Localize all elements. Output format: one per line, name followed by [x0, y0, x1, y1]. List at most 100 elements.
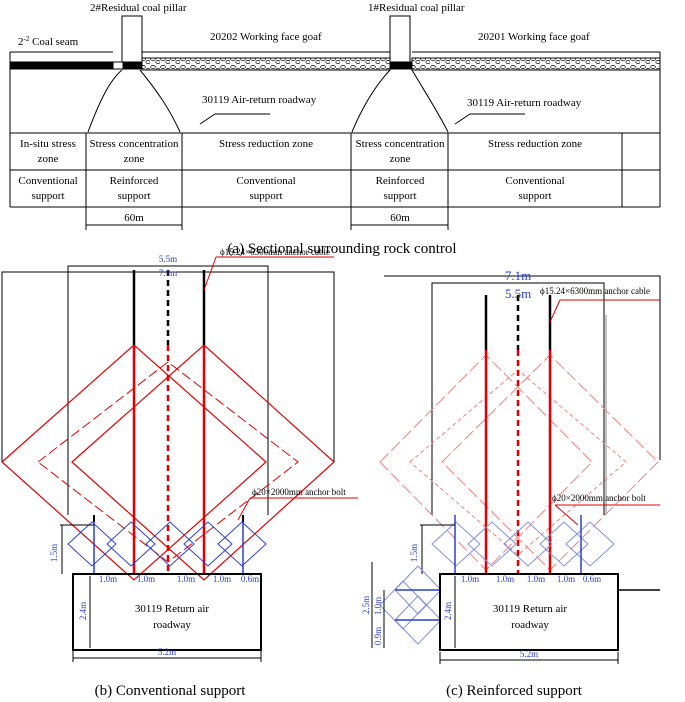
- bolt-diamond: [565, 521, 615, 567]
- height-2-4m-label: 2.4m: [78, 602, 88, 620]
- coal-seam-left-bar: [9, 61, 114, 70]
- bolt-label-b: ϕ20×2000mm anchor bolt: [252, 487, 346, 497]
- roadway-leader-right: [454, 113, 471, 125]
- support-5-label: Conventional: [505, 175, 564, 187]
- svg-text:support: support: [384, 190, 417, 202]
- bolt-height-label-b: 1.5m: [49, 544, 59, 562]
- cable-label-c: ϕ15.24×6300mm anchor cable: [540, 286, 650, 296]
- cable-diamond-2: [71, 344, 335, 581]
- width-5-5m-label-c: 5.5m: [505, 286, 531, 301]
- pillar2-box: [121, 15, 143, 63]
- zone-4-label: Stress concentration: [356, 138, 445, 150]
- coal-seam-bar-3: [389, 61, 413, 70]
- bolt-diamond: [503, 521, 553, 567]
- zone-2-label: Stress concentration: [90, 138, 179, 150]
- svg-text:zone: zone: [38, 153, 59, 165]
- width-5-5m-label: 5.5m: [159, 254, 177, 264]
- roadway-label-left: 30119 Air-return roadway: [202, 94, 317, 106]
- pillar2-strip: [112, 61, 124, 70]
- bolt-diamond: [217, 521, 267, 567]
- roadway-label-b-1: 30119 Return air: [135, 603, 209, 615]
- cable-diamond-1-c: [379, 354, 593, 571]
- svg-text:support: support: [250, 190, 283, 202]
- goaf-20201-label: 20201 Working face goaf: [478, 31, 590, 43]
- svg-text:support: support: [118, 190, 151, 202]
- width-5-2m-label-c: 5.2m: [520, 649, 538, 659]
- svg-text:support: support: [519, 190, 552, 202]
- stress-arc-3: [351, 69, 391, 133]
- caption-c: (c) Reinforced support: [446, 683, 583, 699]
- width-7-1m-label: 7.1m: [159, 268, 177, 278]
- width-7-1m-label-c: 7.1m: [505, 268, 531, 283]
- panel-c-reinforced-support: [371, 275, 661, 664]
- spacing-label: 1.0m: [461, 574, 479, 584]
- frame-7-1m-c: [384, 275, 661, 460]
- pillar2-label: 2#Residual coal pillar: [90, 2, 187, 14]
- svg-text:support: support: [32, 190, 65, 202]
- frame-5-5m-c: [431, 282, 605, 515]
- spacing-label: 1.0m: [557, 574, 575, 584]
- spacing-label: 0.6m: [241, 574, 259, 584]
- width-5-2m-label: 5.2m: [158, 647, 176, 657]
- stress-arc-4: [411, 69, 449, 133]
- stress-arc-2: [139, 69, 181, 133]
- spacing-label: 1.0m: [177, 574, 195, 584]
- roadway-leader-left: [199, 113, 216, 125]
- bolt-label-c: ϕ20×2000mm anchor bolt: [552, 493, 646, 503]
- panel-a-labels: 2-2 Coal seam 2#Residual coal pillar 1#R…: [18, 2, 590, 257]
- side-spacing-2-label: 0.9m: [373, 627, 383, 645]
- caption-b: (b) Conventional support: [95, 683, 247, 699]
- goaf-20202-strip: [141, 57, 391, 71]
- cable-diamond-dashed: [37, 361, 299, 563]
- caption-a: (a) Sectional surrounding rock control: [227, 241, 456, 257]
- spacing-label: 1.0m: [213, 574, 231, 584]
- support-4-label: Reinforced: [376, 175, 425, 187]
- stress-arc-1: [87, 69, 123, 133]
- roadway-label-c-2: roadway: [511, 619, 549, 631]
- height-2-4m-label-c: 2.4m: [443, 602, 453, 620]
- side-height-label-c: 2.5m: [361, 596, 371, 614]
- goaf-20202-label: 20202 Working face goaf: [210, 31, 322, 43]
- bolt-diamond: [539, 521, 589, 567]
- spacing-label: 1.0m: [496, 574, 514, 584]
- cable-diamond-3-c: [409, 369, 627, 556]
- panel-c-labels: 7.1m 5.5m ϕ15.24×6300mm anchor cable ϕ20…: [361, 268, 650, 699]
- svg-text:zone: zone: [124, 153, 145, 165]
- roadway-label-c-1: 30119 Return air: [493, 603, 567, 615]
- panel-a-sectional-control: [9, 15, 661, 230]
- roadway-box-c: [439, 573, 619, 651]
- cable-diamond-1: [1, 344, 267, 581]
- bolt-diamond: [67, 521, 117, 567]
- panel-b-conventional-support: [1, 256, 358, 662]
- goaf-20201-strip: [411, 57, 661, 71]
- zone-5-label: Stress reduction zone: [488, 138, 582, 150]
- bolt-diamond: [145, 521, 195, 567]
- support-2-label: Reinforced: [110, 175, 159, 187]
- bolt-diamond: [106, 521, 156, 567]
- spacing-label: 1.0m: [527, 574, 545, 584]
- bolt-diamond: [183, 521, 233, 567]
- roadway-label-right: 30119 Air-return roadway: [467, 97, 582, 109]
- dim-60m-right-label: 60m: [390, 212, 410, 224]
- support-3-label: Conventional: [236, 175, 295, 187]
- cable-label-b: ϕ15.24×6300mm anchor cable: [220, 247, 330, 257]
- svg-text:zone: zone: [390, 153, 411, 165]
- dim-60m-left-label: 60m: [124, 212, 144, 224]
- spacing-label: 1.0m: [137, 574, 155, 584]
- zone-1-label: In-situ stress: [20, 138, 76, 150]
- zone-3-label: Stress reduction zone: [219, 138, 313, 150]
- side-spacing-1-label: 1.0m: [373, 597, 383, 615]
- pillar1-label: 1#Residual coal pillar: [368, 2, 465, 14]
- spacing-label: 1.0m: [99, 574, 117, 584]
- bolt-group-b: [67, 515, 267, 574]
- coal-seam-label: 2-2 Coal seam: [18, 35, 79, 48]
- bolt-diamond: [467, 521, 517, 567]
- roadway-label-b-2: roadway: [153, 619, 191, 631]
- bolt-height-label-c: 1.5m: [409, 544, 419, 562]
- pillar1-box: [389, 15, 411, 63]
- spacing-label: 0.6m: [583, 574, 601, 584]
- bolt-group-c: [431, 515, 615, 574]
- cable-diamond-2-c: [441, 354, 659, 571]
